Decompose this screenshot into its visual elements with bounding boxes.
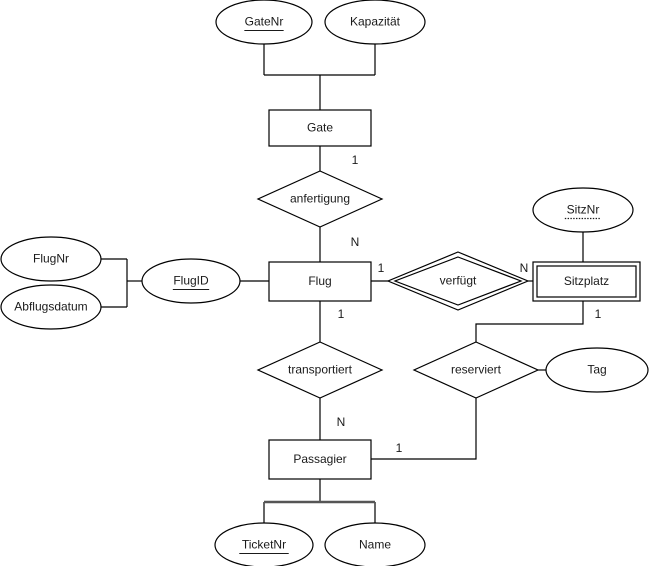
entity-box xyxy=(268,109,372,147)
attribute-ellipse xyxy=(0,236,102,282)
entity-box xyxy=(268,439,372,480)
entity-label: Flug xyxy=(308,274,331,288)
relationship-label: anfertigung xyxy=(290,192,350,206)
entity-box xyxy=(268,261,372,302)
cardinality-flug-verfuegt: 1 xyxy=(378,261,385,275)
attribute-tag[interactable]: Tag xyxy=(545,347,649,393)
entity-flug[interactable]: Flug xyxy=(268,261,372,302)
identifying-relationship-inner-diamond xyxy=(393,256,523,306)
relationship-anfertigung[interactable]: anfertigung xyxy=(256,170,384,228)
attribute-label: Tag xyxy=(587,363,606,377)
connector-reserviert-to-passagier xyxy=(371,398,477,460)
attribute-ellipse xyxy=(215,0,313,45)
attribute-ellipse xyxy=(324,0,426,45)
attribute-ellipse xyxy=(0,284,102,330)
cardinality-verfuegt-sitzplatz: N xyxy=(520,261,529,275)
weak-entity-inner-box xyxy=(536,265,637,298)
attribute-label: GateNr xyxy=(245,15,284,29)
relationship-label: verfügt xyxy=(440,274,477,288)
attribute-label: TicketNr xyxy=(242,538,286,552)
entity-gate[interactable]: Gate xyxy=(268,109,372,147)
relationship-diamond xyxy=(386,251,530,311)
attribute-ellipse xyxy=(532,187,634,233)
cardinality-gate-anfertigung: 1 xyxy=(352,153,359,167)
attribute-label: SitzNr xyxy=(567,203,600,217)
attribute-ticketnr[interactable]: TicketNr xyxy=(214,522,314,566)
attribute-ellipse xyxy=(141,258,241,304)
entity-sitzplatz[interactable]: Sitzplatz xyxy=(532,261,641,302)
entity-label: Passagier xyxy=(293,452,346,466)
relationship-label: transportiert xyxy=(288,363,353,377)
attribute-label: FlugID xyxy=(173,274,209,288)
attribute-flugnr[interactable]: FlugNr xyxy=(0,236,102,282)
entity-box xyxy=(532,261,641,302)
attribute-flugid[interactable]: FlugID xyxy=(141,258,241,304)
cardinality-flug-transportiert: 1 xyxy=(338,307,345,321)
relationship-transportiert[interactable]: transportiert xyxy=(256,341,384,399)
entity-label: Sitzplatz xyxy=(564,274,609,288)
attribute-label: Abflugsdatum xyxy=(14,300,87,314)
attribute-sitznr[interactable]: SitzNr xyxy=(532,187,634,233)
cardinality-passagier-reserviert: 1 xyxy=(396,441,403,455)
attribute-ellipse xyxy=(545,347,649,393)
entity-label: Gate xyxy=(307,121,333,135)
relationship-diamond xyxy=(412,341,540,399)
cardinality-transportiert-passagier: N xyxy=(337,415,346,429)
attribute-label: Name xyxy=(359,538,391,552)
relationship-diamond xyxy=(256,341,384,399)
connector-sitzplatz-to-reserviert xyxy=(475,301,584,342)
attribute-label: FlugNr xyxy=(33,252,69,266)
attribute-ellipse xyxy=(324,522,426,566)
cardinality-anfertigung-flug: N xyxy=(351,235,360,249)
attribute-label: Kapazität xyxy=(350,15,401,29)
attribute-name[interactable]: Name xyxy=(324,522,426,566)
attribute-ellipse xyxy=(214,522,314,566)
entity-passagier[interactable]: Passagier xyxy=(268,439,372,480)
connector-layer xyxy=(101,44,584,523)
relationship-diamond xyxy=(256,170,384,228)
attribute-kapazitaet[interactable]: Kapazität xyxy=(324,0,426,45)
relationship-layer: anfertigung verfügt transportiert reservier… xyxy=(256,170,540,399)
attribute-abflugsdatum[interactable]: Abflugsdatum xyxy=(0,284,102,330)
relationship-reserviert[interactable]: reserviert xyxy=(412,341,540,399)
relationship-verfuegt[interactable]: verfügt xyxy=(386,251,530,311)
attribute-gatenr[interactable]: GateNr xyxy=(215,0,313,45)
relationship-label: reserviert xyxy=(451,363,502,377)
cardinality-sitzplatz-reserviert: 1 xyxy=(595,307,602,321)
